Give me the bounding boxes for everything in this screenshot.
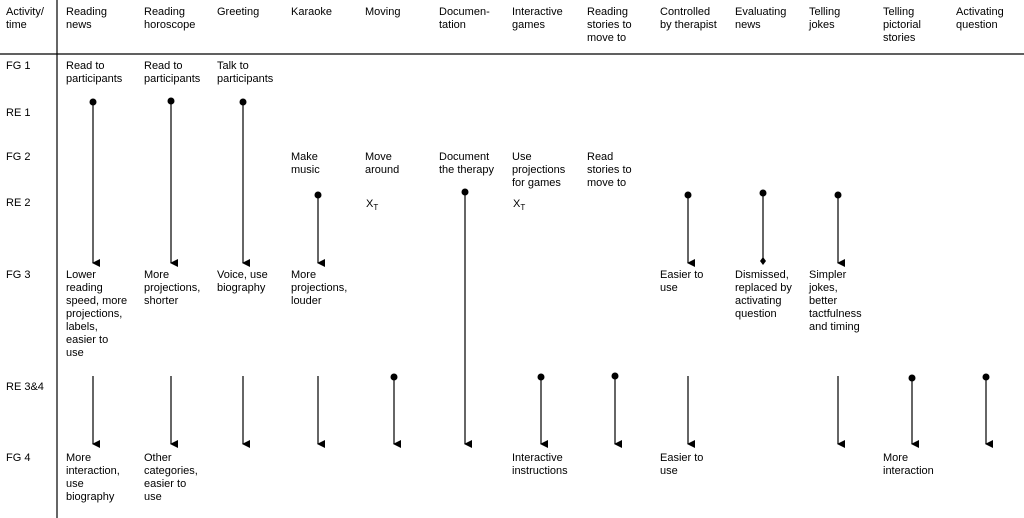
cell-fg3-karaoke: More projections, louder: [291, 269, 348, 307]
col-header-reading-horoscope: Reading horoscope: [144, 6, 196, 31]
arrow-pictorial-re34: [908, 374, 919, 448]
col-header-controlled: Controlled by therapist: [660, 6, 717, 31]
cell-fg3-reading-horoscope: More projections, shorter: [144, 269, 201, 307]
col-header-jokes: Telling jokes: [809, 6, 841, 31]
cell-fg3-jokes: Simpler jokes, better tactfulness and ti…: [809, 269, 862, 333]
cell-fg2-moving: Move around: [365, 151, 400, 176]
mark-subscript: T: [520, 203, 526, 212]
cell-fg2-interactive-games: Use projections for games: [512, 151, 566, 189]
row-label-re34: RE 3&4: [6, 381, 44, 393]
arrow-evaluating-re2: [759, 189, 767, 265]
cell-fg4-interactive-games: Interactive instructions: [512, 452, 568, 477]
arrow-activating-re34: [982, 373, 993, 448]
cell-fg3-reading-news: Lower reading speed, more projections, l…: [66, 269, 128, 359]
cell-fg1-greeting: Talk to participants: [217, 60, 274, 85]
arrow-karaoke-re2: [314, 191, 325, 267]
cell-re2-moving-mark: XT: [366, 198, 379, 212]
cell-fg3-controlled: Easier to use: [660, 269, 704, 294]
cell-fg4-reading-news: More interaction, use biography: [66, 452, 120, 503]
arrow-controlled-re2: [684, 191, 695, 267]
col-header-reading-news: Reading news: [66, 6, 107, 31]
col-header-reading-stories: Reading stories to move to: [587, 6, 632, 44]
cell-fg3-evaluating: Dismissed, replaced by activating questi…: [735, 269, 792, 320]
arrow-documentation-re2: [461, 188, 472, 448]
cell-re2-games-mark: XT: [513, 198, 526, 212]
col-header-moving: Moving: [365, 6, 401, 18]
arrow-jokes-re2: [834, 191, 845, 267]
col-header-karaoke: Karaoke: [291, 6, 332, 18]
row-label-fg1: FG 1: [6, 60, 31, 72]
mark-letter: X: [366, 198, 374, 210]
row-label-re2: RE 2: [6, 197, 31, 209]
arrow-reading-news-re1: [89, 98, 100, 267]
col-header-activating: Activating question: [956, 6, 1004, 31]
cell-fg2-karaoke: Make music: [291, 151, 320, 176]
corner-header: Activity/ time: [6, 6, 44, 31]
cell-fg2-reading-stories: Read stories to move to: [587, 151, 632, 189]
col-header-documentation: Documen- tation: [439, 6, 490, 31]
col-header-pictorial: Telling pictorial stories: [883, 6, 921, 44]
cell-fg4-controlled: Easier to use: [660, 452, 704, 477]
col-header-greeting: Greeting: [217, 6, 260, 18]
col-header-interactive-games: Interactive games: [512, 6, 563, 31]
cell-fg2-documentation: Document the therapy: [439, 151, 495, 176]
col-header-evaluating: Evaluating news: [735, 6, 787, 31]
arrow-moving-re34: [390, 373, 401, 448]
mark-subscript: T: [373, 203, 379, 212]
row-label-fg4: FG 4: [6, 452, 31, 464]
cell-fg4-pictorial: More interaction: [883, 452, 934, 477]
cell-fg1-reading-news: Read to participants: [66, 60, 123, 85]
row-label-re1: RE 1: [6, 107, 31, 119]
cell-fg1-reading-horoscope: Read to participants: [144, 60, 201, 85]
arrow-stories-re34: [611, 372, 622, 448]
mark-letter: X: [513, 198, 521, 210]
cell-fg3-greeting: Voice, use biography: [217, 269, 268, 294]
arrow-games-re34: [537, 373, 548, 448]
arrow-reading-horoscope-re1: [167, 97, 178, 267]
row-label-fg3: FG 3: [6, 269, 31, 281]
row-label-fg2: FG 2: [6, 151, 31, 163]
cell-fg4-reading-horoscope: Other categories, easier to use: [144, 452, 198, 503]
arrow-greeting-re1: [239, 98, 250, 267]
